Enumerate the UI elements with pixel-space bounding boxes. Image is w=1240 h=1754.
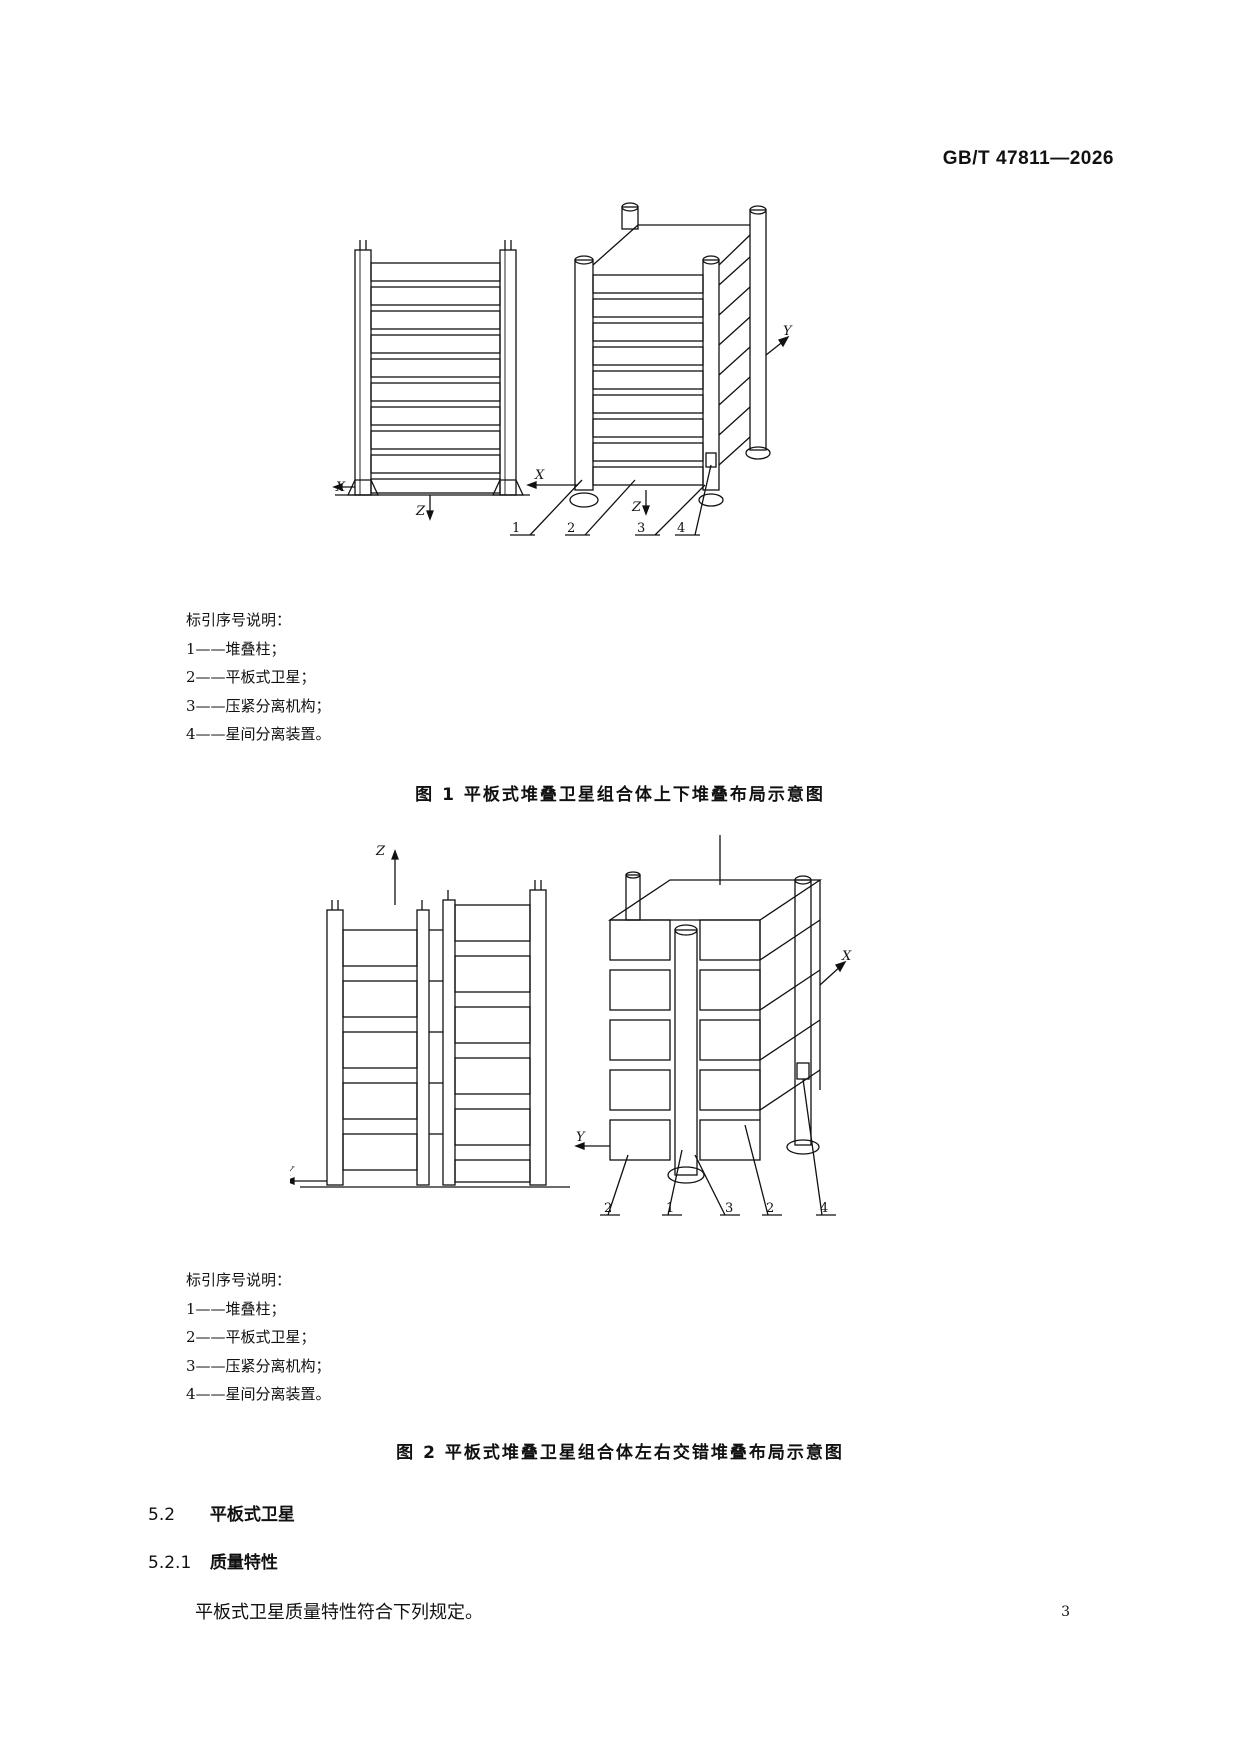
- legend-item: 3——压紧分离机构；: [186, 696, 331, 715]
- section-number: 5.2: [148, 1505, 176, 1525]
- fig2-axis-y-right: Y: [576, 1130, 586, 1145]
- fig1-left-view: [332, 240, 530, 521]
- legend-item: 4——星间分离装置。: [186, 725, 331, 743]
- fig2-callout-4: 4: [820, 1201, 828, 1216]
- standard-code: GB/T 47811—2026: [942, 148, 1114, 169]
- legend-item: 4——星间分离装置。: [186, 1385, 331, 1403]
- figure-2-caption: 图 2 平板式堆叠卫星组合体左右交错堆叠布局示意图: [396, 1443, 844, 1463]
- fig2-callout-2b: 2: [766, 1201, 774, 1216]
- figure-1-diagram: X Z X Z Y 1 2 3 4: [330, 195, 910, 615]
- figure-2-legend: 标引序号说明： 1——堆叠柱； 2——平板式卫星； 3——压紧分离机构； 4——…: [186, 1266, 331, 1409]
- section-heading-5-2: 5.2 平板式卫星: [148, 1500, 295, 1525]
- fig2-right-view: [574, 835, 847, 1216]
- legend-item: 3——压紧分离机构；: [186, 1356, 331, 1375]
- fig2-axis-y-left: Y: [290, 1165, 295, 1180]
- fig2-callout-3: 3: [725, 1201, 733, 1216]
- section-title: 平板式卫星: [209, 1505, 295, 1525]
- fig1-callout-4: 4: [677, 521, 685, 536]
- legend-item: 1——堆叠柱；: [186, 1299, 286, 1318]
- body-paragraph: 平板式卫星质量特性符合下列规定。: [195, 1602, 483, 1623]
- fig2-axis-z-right: Z: [701, 835, 712, 837]
- figure-1-legend: 标引序号说明： 1——堆叠柱； 2——平板式卫星； 3——压紧分离机构； 4——…: [186, 606, 331, 749]
- section-title: 质量特性: [209, 1553, 278, 1573]
- fig1-axis-z-left: Z: [415, 504, 426, 519]
- fig2-callout-1: 1: [666, 1201, 674, 1216]
- fig1-axis-x-left: X: [335, 480, 346, 495]
- page-number: 3: [1061, 1604, 1070, 1620]
- fig2-callout-2a: 2: [604, 1201, 612, 1216]
- fig1-axis-x-right: X: [534, 468, 545, 483]
- legend-title: 标引序号说明：: [186, 611, 292, 629]
- fig2-axis-x-right: X: [841, 949, 852, 964]
- fig1-callout-1: 1: [512, 521, 520, 536]
- legend-title: 标引序号说明：: [186, 1271, 292, 1289]
- figure-1-caption: 图 1 平板式堆叠卫星组合体上下堆叠布局示意图: [415, 785, 825, 805]
- fig2-axis-z-left: Z: [375, 844, 386, 859]
- fig2-left-view: [290, 849, 570, 1188]
- figure-2-diagram: Z Y Z X Y 2 1 3 2 4: [290, 835, 970, 1265]
- fig1-callout-2: 2: [567, 521, 575, 536]
- legend-item: 2——平板式卫星；: [186, 668, 316, 686]
- fig1-callout-3: 3: [637, 521, 645, 536]
- fig1-axis-y-right: Y: [783, 324, 793, 339]
- fig1-right-view: [510, 202, 790, 536]
- legend-item: 2——平板式卫星；: [186, 1328, 316, 1346]
- fig1-axis-z-right: Z: [631, 500, 642, 515]
- section-heading-5-2-1: 5.2.1 质量特性: [148, 1548, 278, 1573]
- legend-item: 1——堆叠柱；: [186, 639, 286, 658]
- section-number: 5.2.1: [148, 1553, 192, 1573]
